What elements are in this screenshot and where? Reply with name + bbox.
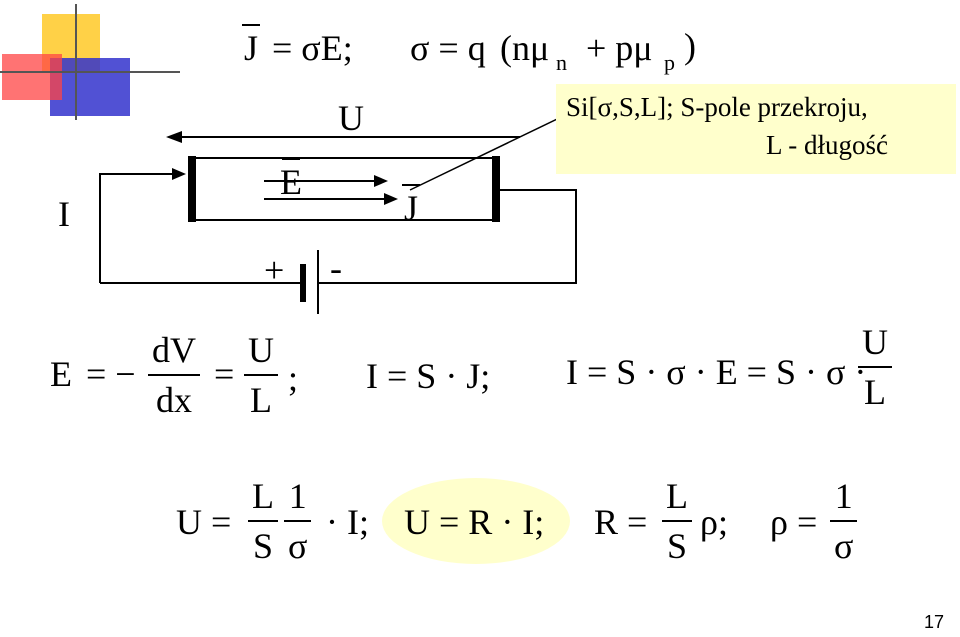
fraction-U-L: U L xyxy=(244,332,278,418)
formula-I-SJ: I = S · J; xyxy=(366,356,491,396)
formula-n: (nμ xyxy=(500,28,550,68)
label-I: I xyxy=(58,194,70,234)
formula-U-eq: U = xyxy=(176,502,232,542)
fraction-numerator: U xyxy=(248,330,274,370)
formula-E: E xyxy=(50,354,72,394)
subscript-p: p xyxy=(664,50,675,75)
fraction-denominator: L xyxy=(250,380,272,420)
fraction-denominator: σ xyxy=(288,526,308,566)
note-line-2: L - długość xyxy=(766,130,888,160)
note-box: Si[σ,S,L]; S-pole przekroju, L - długość xyxy=(556,84,956,174)
formula-rho-semi: ρ; xyxy=(700,502,728,542)
label-plus: + xyxy=(264,250,285,290)
formula-semicolon: ; xyxy=(288,358,299,398)
conductor-left-plate xyxy=(188,156,196,222)
label-minus: - xyxy=(330,248,342,288)
battery-negative-plate xyxy=(300,264,306,302)
fraction-dV-dx: dV dx xyxy=(148,332,200,418)
formula-J-eq: = σE; xyxy=(272,28,353,68)
ohm-highlight xyxy=(382,478,570,564)
fraction-denominator: S xyxy=(666,526,688,566)
fraction-denominator: dx xyxy=(156,380,192,420)
formula-close: ) xyxy=(684,26,696,66)
fraction-denominator: σ xyxy=(834,526,854,566)
formula-I-chain: I = S · σ · E = S · σ · xyxy=(566,352,867,392)
fraction-U-L-2: U L xyxy=(858,324,892,410)
fraction-L-S: L S xyxy=(248,478,278,564)
fraction-numerator: L xyxy=(666,476,688,516)
note-line-1: Si[σ,S,L]; S-pole przekroju, xyxy=(566,92,868,122)
note-pointer xyxy=(409,107,581,191)
label-E: E xyxy=(280,162,302,202)
formula-sigma: σ = q xyxy=(410,28,486,68)
fraction-1-sigma-2: 1 σ xyxy=(830,476,858,566)
formula-p: + pμ xyxy=(586,28,653,68)
formula-rho-eq: ρ = xyxy=(770,502,818,542)
conductor-right-plate xyxy=(492,156,500,222)
fraction-numerator: 1 xyxy=(288,476,307,516)
label-J: J xyxy=(404,188,419,228)
formula-E-eq: = − xyxy=(86,354,136,394)
subscript-n: n xyxy=(556,50,567,75)
wire-right xyxy=(318,189,577,284)
formula-I-semi: · I; xyxy=(326,502,369,542)
wire-left xyxy=(99,173,182,283)
formula-R-eq: R = xyxy=(594,502,648,542)
label-U: U xyxy=(338,98,364,138)
vector-J: J xyxy=(244,28,259,68)
fraction-numerator: L xyxy=(252,476,274,516)
fraction-L-S-2: L S xyxy=(662,478,692,564)
formula-ohm: U = R · I; xyxy=(404,502,545,542)
fraction-denominator: S xyxy=(252,526,274,566)
logo-decoration xyxy=(0,4,180,120)
fraction-numerator: 1 xyxy=(834,476,853,516)
fraction-denominator: L xyxy=(864,372,886,412)
formula-eq: = xyxy=(214,354,235,394)
fraction-numerator: dV xyxy=(152,330,196,370)
fraction-numerator: U xyxy=(862,322,888,362)
fraction-1-sigma: 1 σ xyxy=(284,476,312,566)
slide-number: 17 xyxy=(923,612,944,632)
